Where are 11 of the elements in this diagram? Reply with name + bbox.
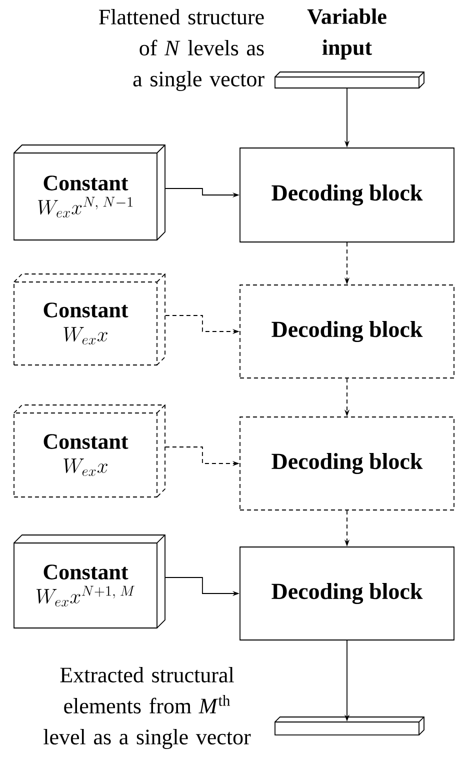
constant-box: Constant $W_{ex}x$	[14, 274, 166, 366]
decoding-box: Decoding block	[240, 148, 454, 242]
constant-box: Constant $W_{ex}x$	[14, 404, 166, 498]
constant-box: Constant $W_{ex}x^{N+1,\;M}$	[14, 534, 166, 628]
decoding-box: Decoding block	[240, 546, 454, 640]
decoding-box: Decoding block	[240, 416, 454, 510]
description: Extracted structural elements from M$^{th}$ level as a single vector	[44, 667, 251, 749]
constant-box: Constant $W_{ex}x^{N,\;N-1}$	[14, 144, 166, 240]
heading: Variable input	[307, 8, 386, 60]
description: Flattened structure of N levels as a single vector	[99, 9, 264, 91]
decoding-box: Decoding block	[240, 284, 454, 378]
